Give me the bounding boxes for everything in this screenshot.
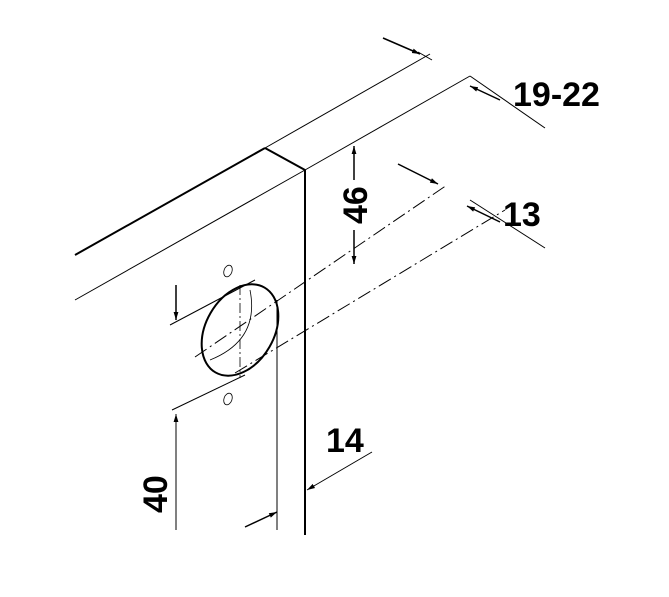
panel-top-corner	[264, 147, 306, 171]
panel-face-line	[74, 169, 306, 301]
extension-front	[304, 75, 471, 171]
extension-13	[469, 199, 546, 249]
arrow-edge-right	[244, 511, 278, 528]
arrow-13-right	[466, 205, 501, 223]
extension-back	[264, 53, 431, 149]
extension-back-tick	[417, 51, 433, 61]
label-19-22: 19-22	[513, 76, 600, 114]
centerline-a	[194, 184, 448, 358]
screw-hole-top	[223, 264, 233, 278]
screw-hole-bottom	[223, 392, 233, 406]
label-46: 46	[337, 186, 375, 224]
arrow-13-left	[397, 163, 439, 185]
arrow-19-22-left	[382, 37, 421, 55]
cup-hole-depth	[209, 289, 252, 361]
extension-19-22	[469, 75, 546, 129]
label-40: 40	[137, 475, 175, 513]
arrow-19-22-right	[469, 85, 501, 101]
label-14: 14	[326, 422, 364, 460]
extension-bottom-hole	[171, 374, 246, 411]
arrow-14	[306, 451, 373, 491]
extension-top-hole	[169, 279, 256, 326]
centerline-b	[234, 209, 506, 374]
cup-hole	[200, 283, 280, 377]
label-13: 13	[503, 196, 541, 234]
panel-top-edge	[74, 147, 266, 256]
